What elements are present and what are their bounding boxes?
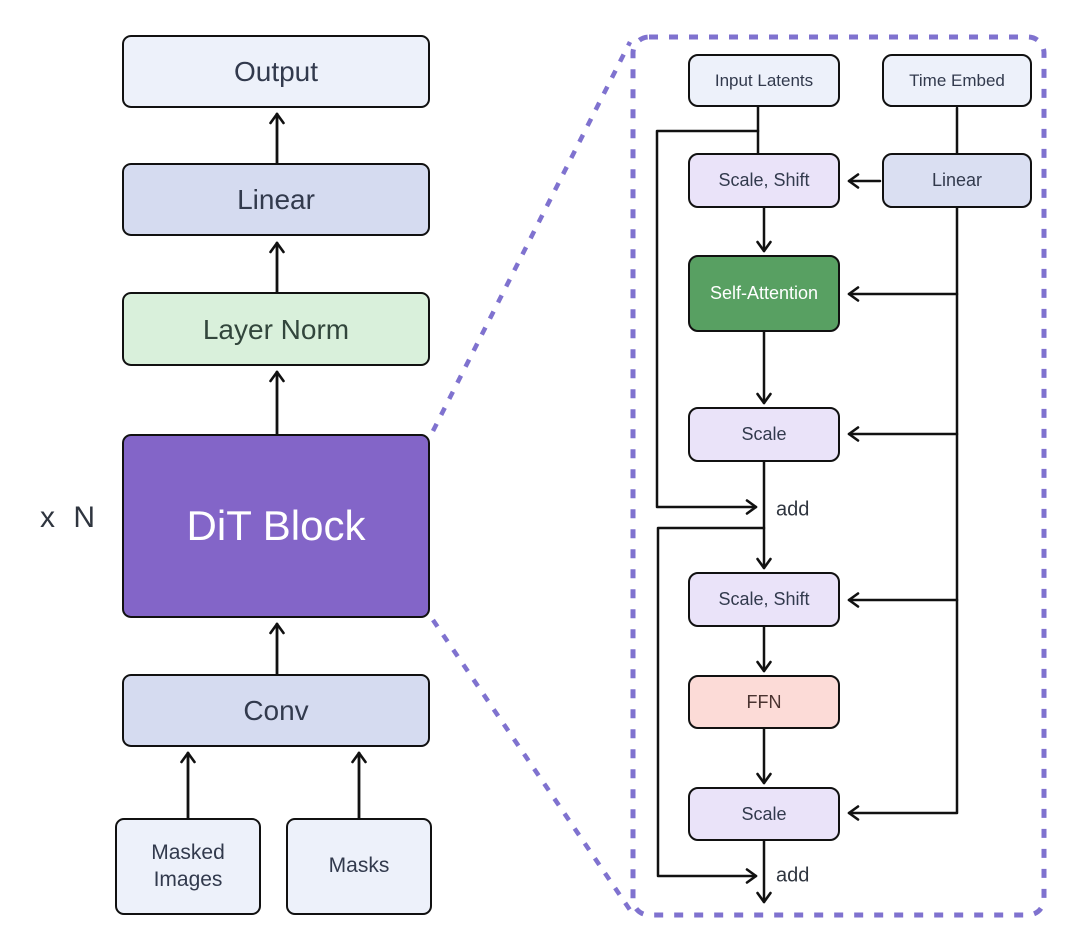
linear-modulation-node: Linear <box>882 153 1032 208</box>
zoom-connector-top <box>430 40 633 433</box>
scale-shift-1-node: Scale, Shift <box>688 153 840 208</box>
scale-shift-2-node: Scale, Shift <box>688 572 840 627</box>
output-node: Output <box>122 35 430 108</box>
zoom-connector-bottom <box>431 618 632 912</box>
input-latents-node: Input Latents <box>688 54 840 107</box>
scale-1-node: Scale <box>688 407 840 462</box>
zoom-panel-outline <box>430 34 1047 918</box>
repeat-count-label: x N <box>40 501 95 534</box>
conv-node: Conv <box>122 674 430 747</box>
time-embed-node: Time Embed <box>882 54 1032 107</box>
detail-panel-wires <box>655 105 959 904</box>
dit-block-node: DiT Block <box>122 434 430 618</box>
self-attention-node: Self-Attention <box>688 255 840 332</box>
linear-node: Linear <box>122 163 430 236</box>
skip-connection-2 <box>656 526 766 884</box>
add-junction-2-label: add <box>776 864 810 887</box>
add-junction-1-label: add <box>776 498 810 521</box>
masked-images-node: Masked Images <box>115 818 261 915</box>
ffn-node: FFN <box>688 675 840 729</box>
left-pipeline-arrows <box>180 112 367 820</box>
skip-connection-1 <box>655 129 760 515</box>
scale-2-node: Scale <box>688 787 840 841</box>
layer-norm-node: Layer Norm <box>122 292 430 366</box>
linear-conditioning-trunk <box>847 206 959 821</box>
masks-node: Masks <box>286 818 432 915</box>
